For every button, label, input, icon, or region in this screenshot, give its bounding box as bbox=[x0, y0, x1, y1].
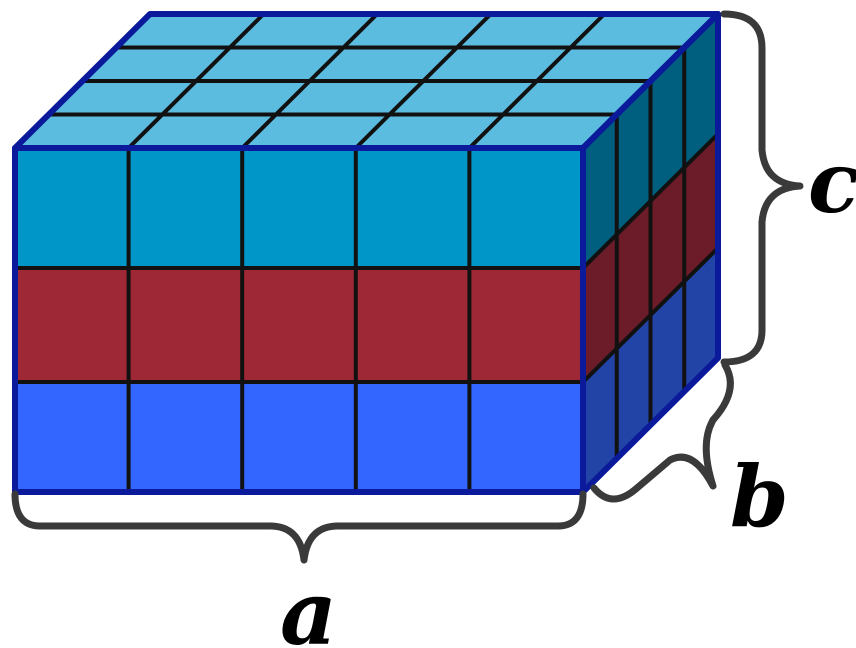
front-layer-3 bbox=[15, 382, 583, 492]
front-layer-1 bbox=[15, 148, 583, 268]
dimension-label-a: a bbox=[280, 561, 337, 648]
top-face bbox=[15, 12, 718, 150]
front-face bbox=[13, 146, 585, 494]
side-outline bbox=[580, 11, 721, 495]
side-grid-line bbox=[581, 246, 720, 384]
side-face bbox=[581, 14, 720, 492]
dimension-label-b: b bbox=[730, 447, 789, 546]
brace-a bbox=[11, 490, 587, 564]
front-layer-2 bbox=[15, 268, 583, 382]
dimension-label-c: c bbox=[808, 133, 856, 232]
brace-c bbox=[720, 10, 804, 366]
side-grid-line bbox=[581, 132, 720, 270]
brace-b bbox=[590, 361, 734, 503]
